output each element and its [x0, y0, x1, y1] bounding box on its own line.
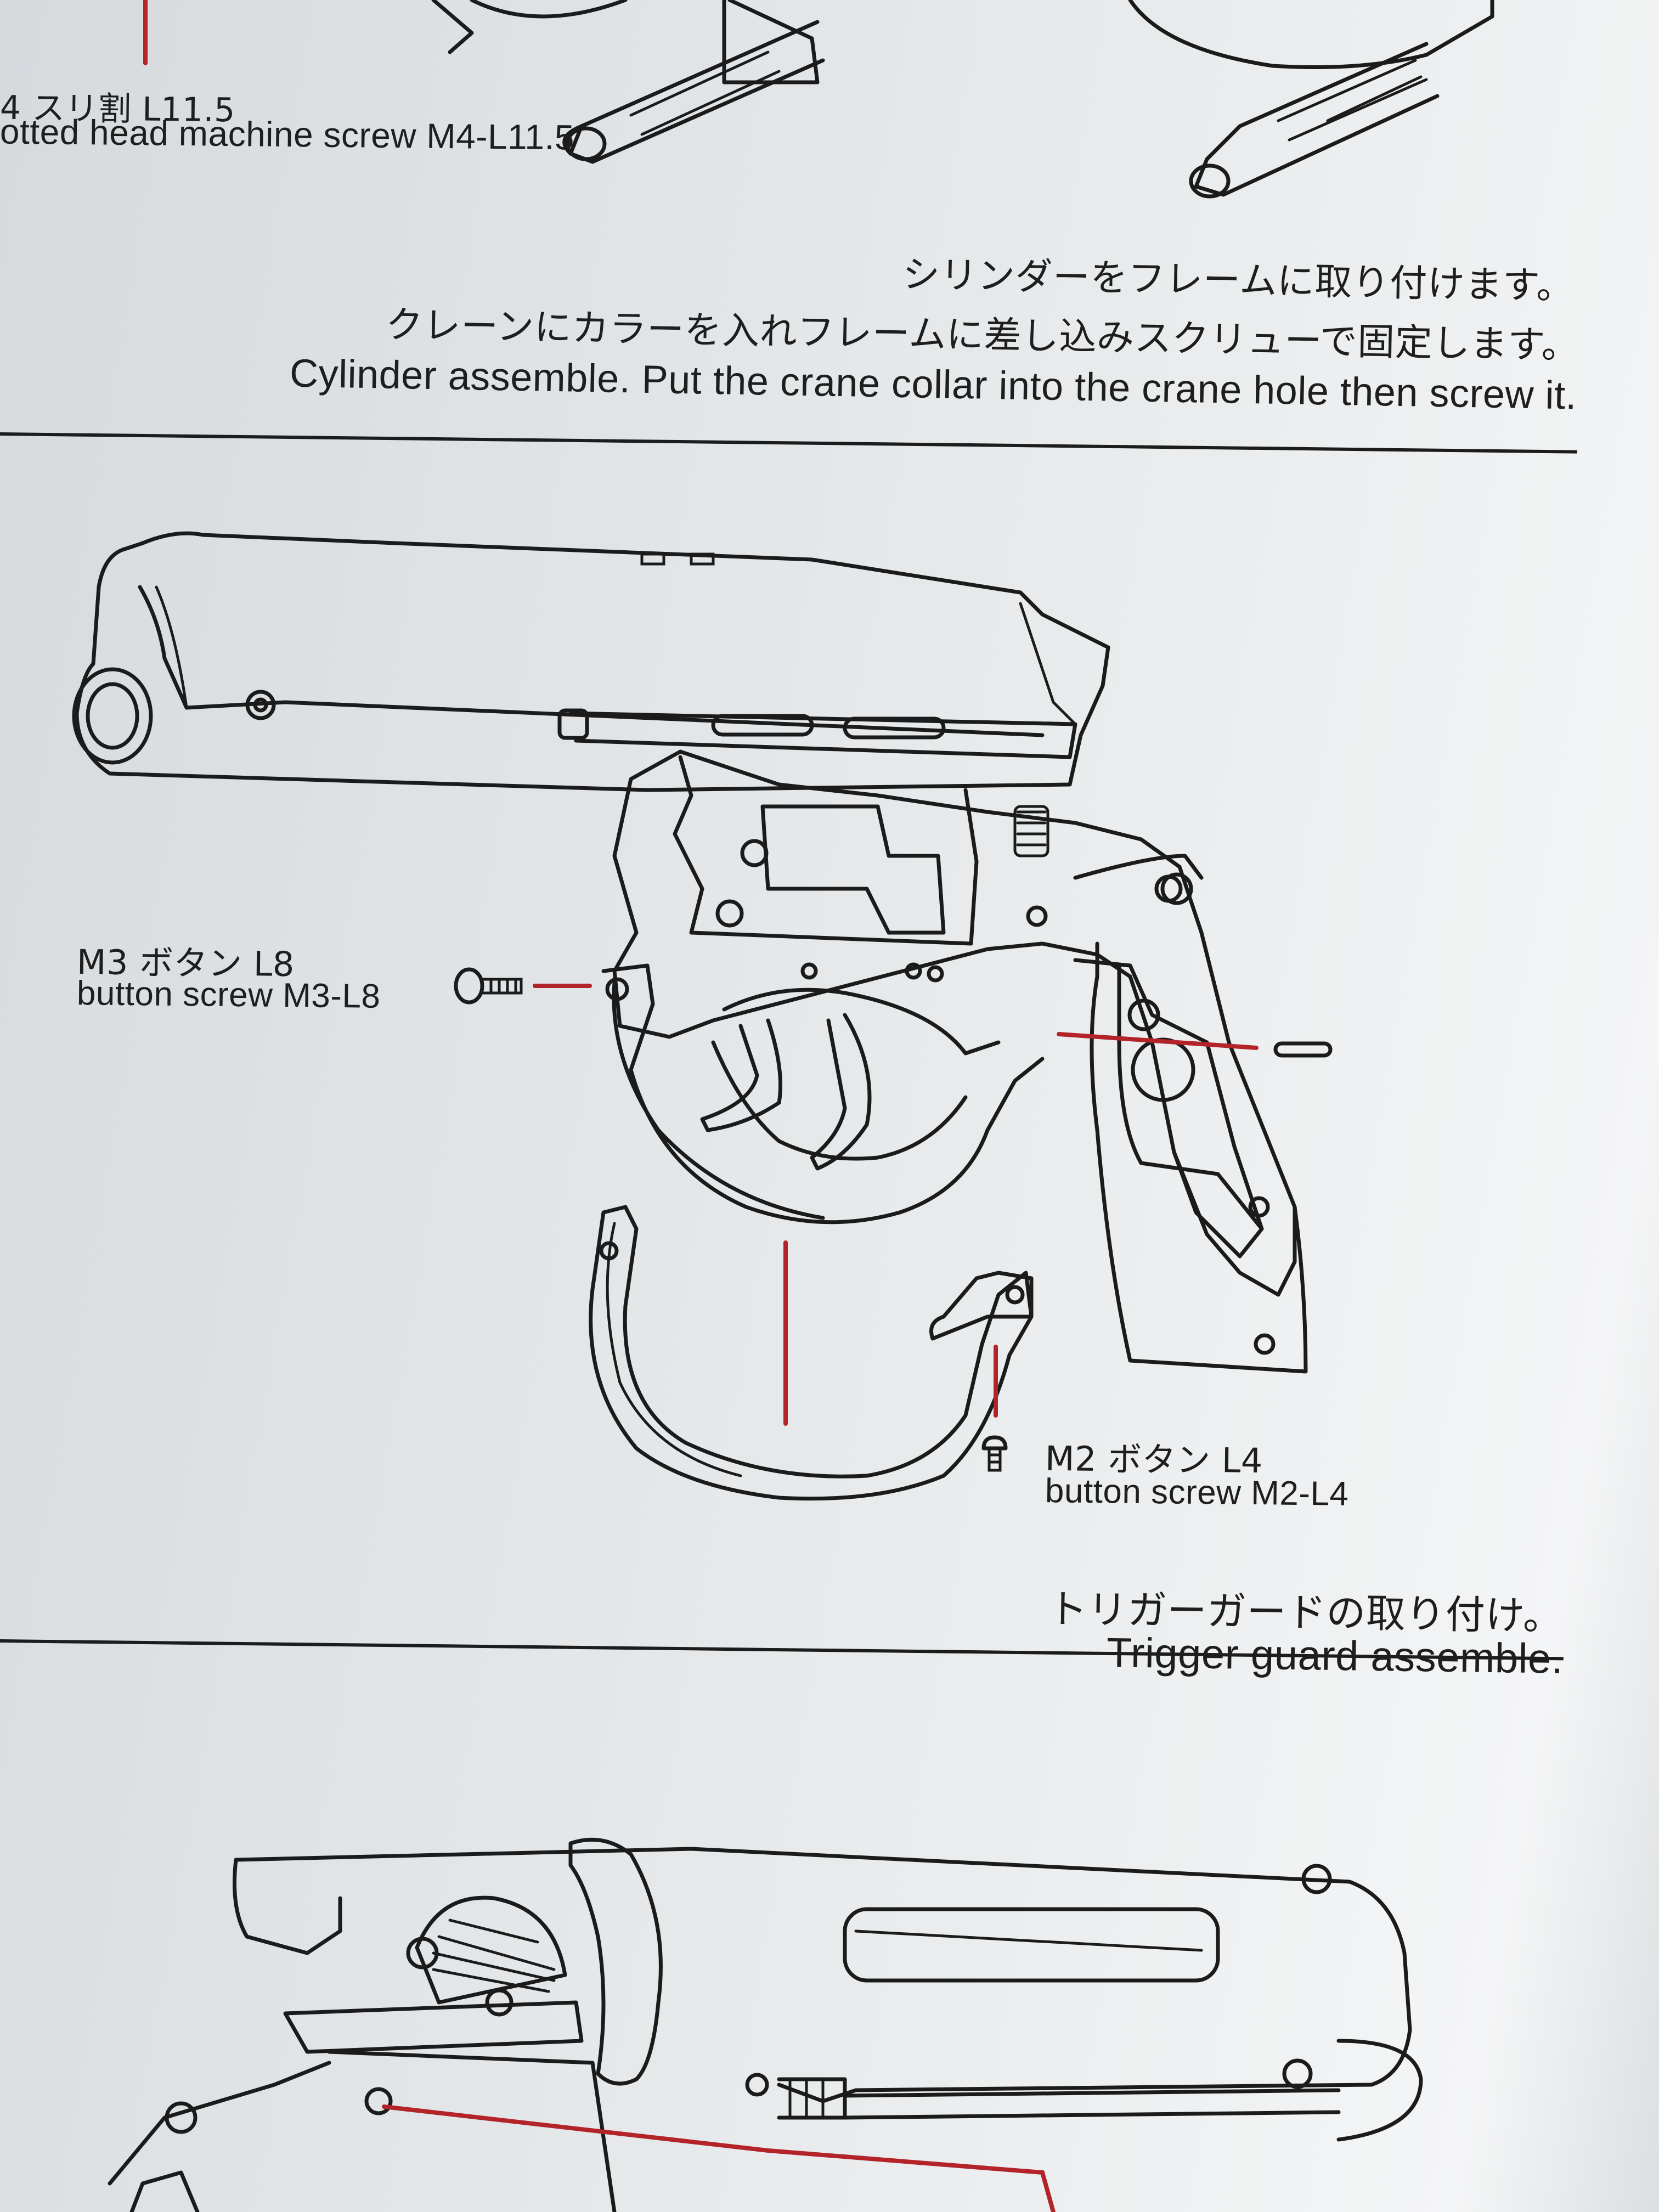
next-step-drawing	[108, 1837, 1423, 2212]
trigger-guard-assembly-drawing	[72, 531, 1308, 1501]
m3-screw-label-en: button screw M3-L8	[76, 974, 381, 1015]
top-assembly-drawing	[143, 0, 1494, 199]
screw-leaders	[454, 967, 1333, 1472]
m2-screw-label-en: button screw M2-L4	[1045, 1472, 1349, 1513]
section2-caption-en: Trigger guard assemble.	[1106, 1629, 1564, 1683]
top-screw-label-en: otted head machine screw M4-L11.5	[0, 111, 575, 157]
